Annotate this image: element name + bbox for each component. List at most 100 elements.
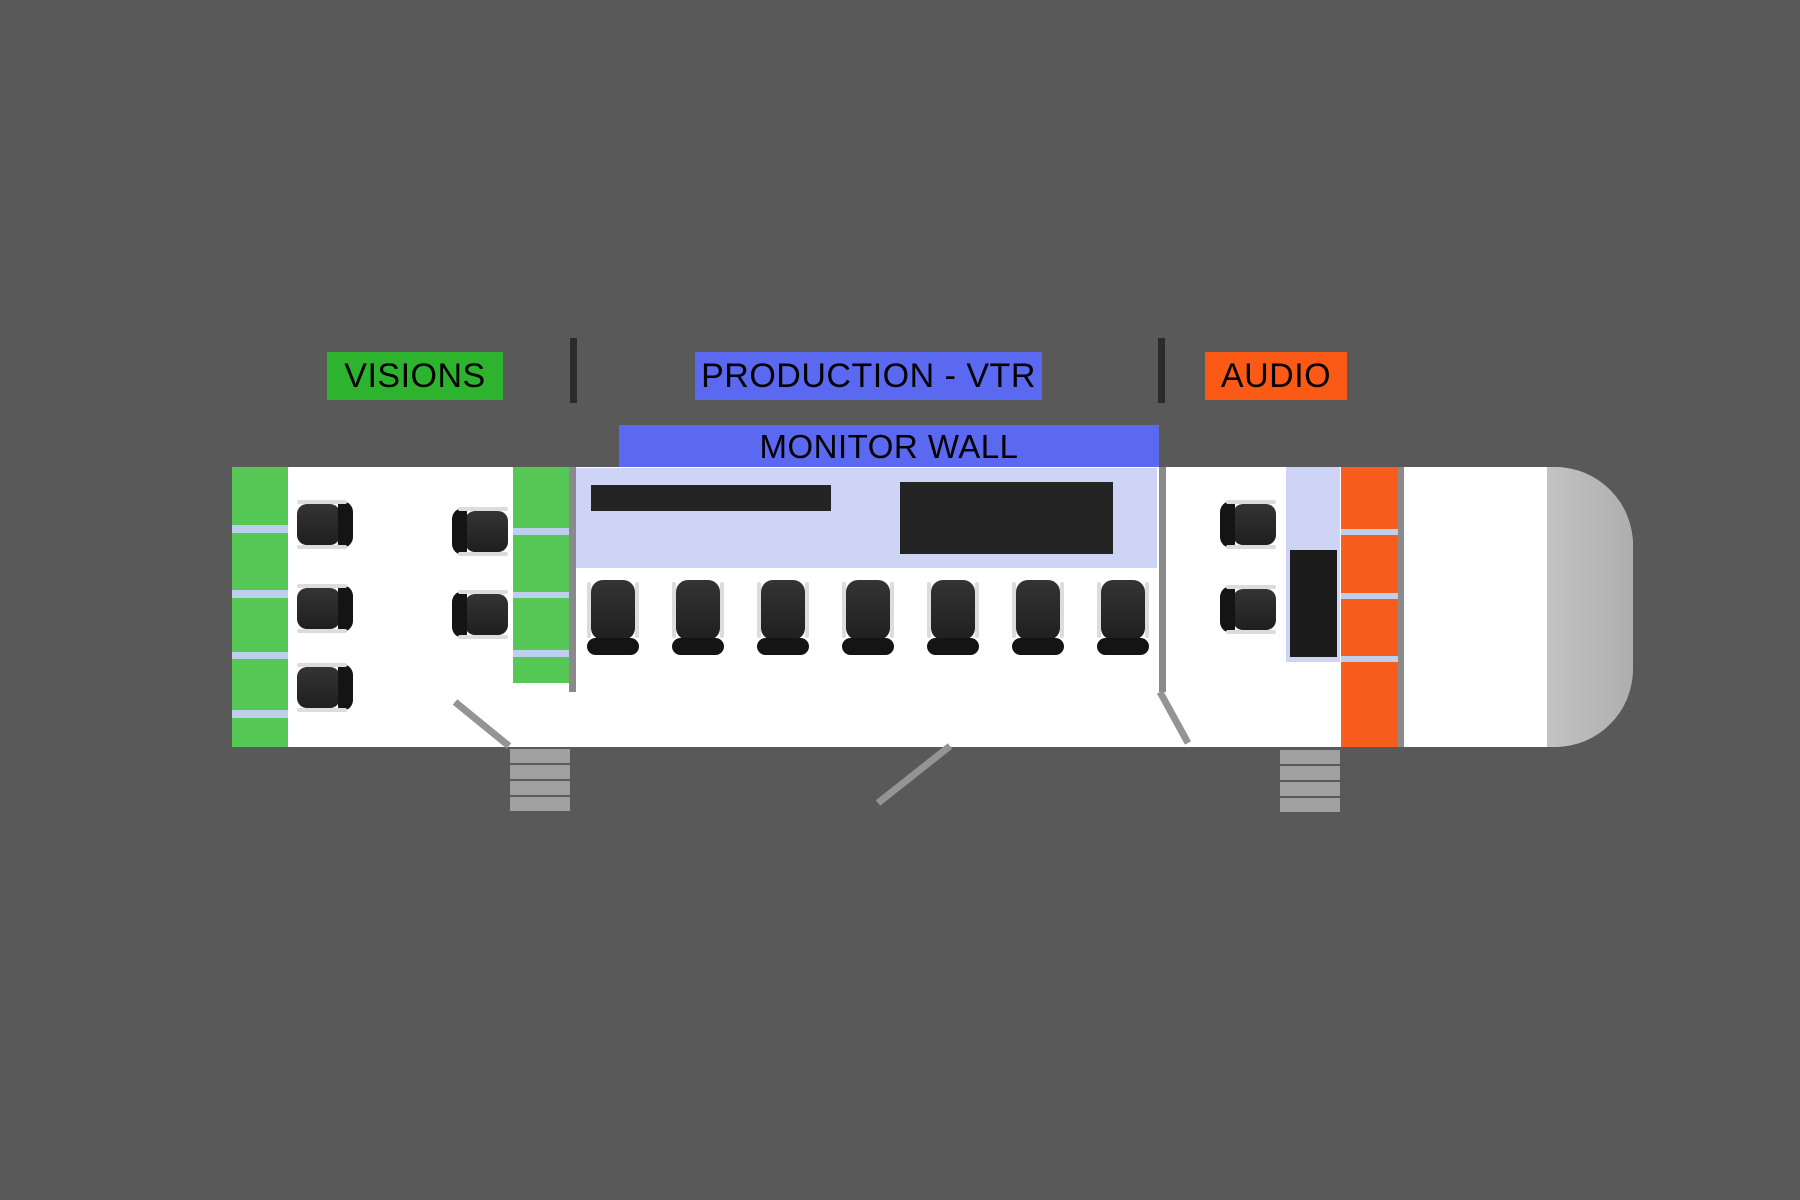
audio-console	[1290, 550, 1337, 657]
audio-section-label: AUDIO	[1205, 352, 1347, 400]
chair-armrest	[297, 584, 347, 588]
monitor-wall-label: MONITOR WALL	[619, 425, 1159, 468]
chair-seat	[846, 580, 890, 640]
chair-armrest	[297, 545, 347, 549]
steps-audio-entry	[1280, 750, 1340, 814]
chair-armrest	[890, 582, 894, 638]
chair-seat	[1233, 589, 1276, 630]
chair-seat	[1233, 504, 1276, 545]
step-tread	[1280, 782, 1340, 796]
operator-chair	[297, 584, 353, 633]
chair-backrest	[587, 638, 639, 655]
visions-section-label-text: VISIONS	[344, 356, 486, 395]
chair-backrest	[1220, 586, 1235, 633]
chair-armrest	[587, 582, 591, 638]
operator-chair	[842, 580, 894, 655]
operator-chair	[1220, 585, 1276, 634]
operator-chair	[757, 580, 809, 655]
chair-armrest	[458, 507, 508, 511]
chair-backrest	[842, 638, 894, 655]
chair-armrest	[1145, 582, 1149, 638]
rack-unit-gap	[232, 710, 288, 718]
door-production	[875, 743, 953, 806]
rack-unit-gap	[513, 650, 569, 657]
chair-seat	[676, 580, 720, 640]
chair-armrest	[842, 582, 846, 638]
step-tread	[510, 749, 570, 763]
rack-unit-gap	[232, 525, 288, 533]
chair-armrest	[1226, 585, 1276, 589]
wall-production-audio	[1159, 467, 1166, 692]
chair-armrest	[297, 663, 347, 667]
chair-armrest	[927, 582, 931, 638]
operator-chair	[297, 500, 353, 549]
chair-seat	[297, 667, 340, 708]
operator-chair	[1220, 500, 1276, 549]
operator-chair	[1097, 580, 1149, 655]
step-tread	[510, 765, 570, 779]
production-vtr-section-label: PRODUCTION - VTR	[695, 352, 1042, 400]
chair-armrest	[672, 582, 676, 638]
chair-backrest	[338, 585, 353, 632]
steps-visions-entry	[510, 749, 570, 813]
wall-visions-production	[569, 467, 576, 692]
chair-armrest	[458, 552, 508, 556]
chair-seat	[297, 504, 340, 545]
chair-backrest	[1220, 501, 1235, 548]
chair-armrest	[1097, 582, 1101, 638]
rack-unit-gap	[1341, 593, 1398, 599]
chair-armrest	[458, 635, 508, 639]
chair-backrest	[1097, 638, 1149, 655]
chair-armrest	[297, 708, 347, 712]
section-divider-tick	[570, 338, 577, 403]
chair-armrest	[1060, 582, 1064, 638]
chair-armrest	[1226, 545, 1276, 549]
section-divider-tick	[1158, 338, 1165, 403]
monitor-bank	[591, 485, 831, 511]
truck-body	[232, 467, 1633, 747]
operator-chair	[587, 580, 639, 655]
step-tread	[1280, 766, 1340, 780]
rack-unit-gap	[232, 590, 288, 598]
chair-backrest	[757, 638, 809, 655]
chair-seat	[1101, 580, 1145, 640]
visions-rack-left	[232, 467, 288, 747]
chair-seat	[297, 588, 340, 629]
production-vtr-section-label-text: PRODUCTION - VTR	[701, 356, 1036, 395]
chair-backrest	[452, 591, 467, 638]
operator-chair	[927, 580, 979, 655]
step-tread	[1280, 750, 1340, 764]
chair-armrest	[297, 629, 347, 633]
step-tread	[510, 781, 570, 795]
rack-unit-gap	[513, 592, 569, 598]
operator-chair	[452, 507, 508, 556]
chair-armrest	[1012, 582, 1016, 638]
step-tread	[510, 797, 570, 811]
chair-backrest	[672, 638, 724, 655]
chair-armrest	[757, 582, 761, 638]
monitor-bank	[900, 482, 1113, 554]
audio-section-label-text: AUDIO	[1220, 356, 1332, 395]
chair-backrest	[338, 501, 353, 548]
chair-armrest	[1226, 630, 1276, 634]
chair-armrest	[458, 590, 508, 594]
monitor-wall-label-text: MONITOR WALL	[759, 427, 1019, 465]
audio-rack	[1341, 467, 1398, 747]
rack-unit-gap	[232, 652, 288, 659]
rack-unit-gap	[513, 528, 569, 535]
chair-armrest	[1226, 500, 1276, 504]
chair-armrest	[975, 582, 979, 638]
chair-armrest	[635, 582, 639, 638]
chair-armrest	[720, 582, 724, 638]
operator-chair	[452, 590, 508, 639]
step-tread	[1280, 798, 1340, 812]
operator-chair	[672, 580, 724, 655]
operator-chair	[1012, 580, 1064, 655]
chair-armrest	[297, 500, 347, 504]
chair-armrest	[805, 582, 809, 638]
operator-chair	[297, 663, 353, 712]
chair-seat	[465, 511, 508, 552]
chair-backrest	[338, 664, 353, 711]
rack-unit-gap	[1341, 529, 1398, 535]
